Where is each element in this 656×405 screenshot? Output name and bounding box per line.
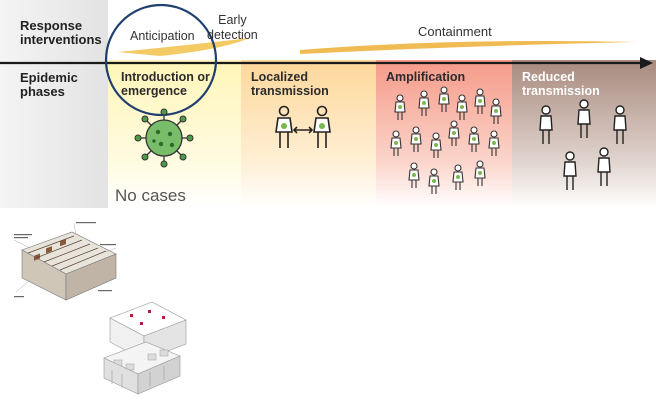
phase-title-amplification: Amplification xyxy=(386,70,466,84)
virus-icon xyxy=(134,108,194,168)
phase-panel-localized xyxy=(241,60,376,208)
building-cutaway-illustration xyxy=(103,301,187,395)
crowd-icon xyxy=(390,86,502,194)
response-interventions-label: Response interventions xyxy=(20,18,102,47)
healthy-person-icons xyxy=(539,99,627,190)
phase-panel-reduced xyxy=(512,60,656,208)
phase-title-introduction: Introduction or emergence xyxy=(121,70,210,98)
anticipation-label: Anticipation xyxy=(130,29,195,43)
epidemic-phases-label: Epidemic phases xyxy=(20,70,78,99)
phase-title-reduced: Reduced transmission xyxy=(522,70,600,98)
highlight-circle xyxy=(104,3,218,117)
timeline-arrow-head xyxy=(640,57,653,69)
epidemic-diagram-graphics xyxy=(0,3,653,194)
building-floorplan-illustration xyxy=(14,222,117,301)
anticipation-ribbon xyxy=(118,38,250,56)
containment-ribbon xyxy=(300,41,636,54)
containment-label: Containment xyxy=(418,24,492,39)
early-detection-label: Early detection xyxy=(207,13,258,42)
no-cases-text: No cases xyxy=(115,186,186,205)
left-label-panel xyxy=(0,0,108,208)
phase-title-localized: Localized transmission xyxy=(251,70,329,98)
person-pair-icon xyxy=(275,105,331,148)
